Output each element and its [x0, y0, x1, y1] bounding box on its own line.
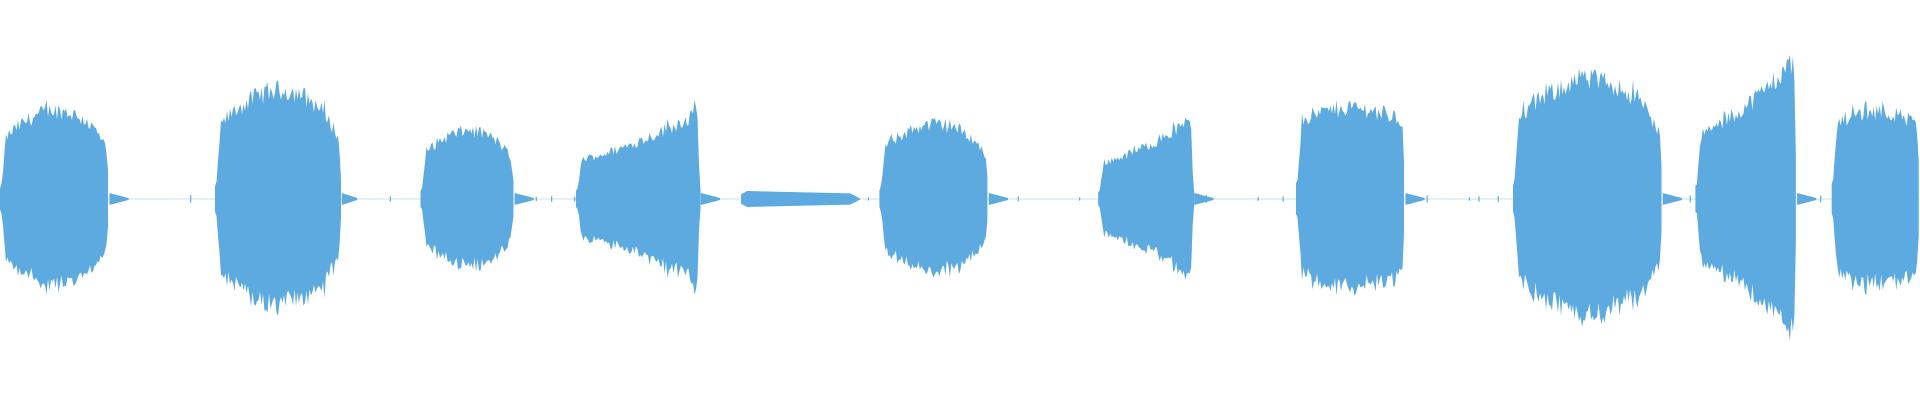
- waveform-blip-7: [551, 196, 553, 202]
- waveform-tail-7: [1405, 193, 1425, 205]
- waveform-tail-8: [1662, 193, 1682, 205]
- waveform-tail-6: [1194, 193, 1214, 205]
- waveform-blip-14: [1205, 195, 1207, 203]
- waveform-segment-8: [1513, 68, 1662, 327]
- waveform-blip-8: [574, 196, 576, 202]
- waveform-blip-16: [1282, 196, 1284, 202]
- waveform-segment-6: [1098, 117, 1195, 281]
- waveform-blip-22: [1689, 195, 1691, 203]
- waveform-tail-2: [341, 193, 358, 205]
- waveform-blip-3: [389, 196, 391, 202]
- waveform-blip-15: [1257, 197, 1259, 201]
- waveform-blip-4: [472, 195, 474, 203]
- waveform-segment-9: [1695, 54, 1796, 342]
- waveform-blip-10: [748, 196, 750, 202]
- waveform-blip-2: [351, 196, 353, 202]
- waveform-tail-3: [514, 193, 534, 205]
- waveform-segment-3: [420, 125, 514, 272]
- waveform-blip-21: [1664, 196, 1666, 202]
- waveform-segment-10: [1831, 100, 1919, 296]
- waveform-segment-4: [576, 99, 701, 295]
- waveform-blip-23: [1820, 195, 1822, 203]
- waveform-blip-19: [1478, 196, 1480, 202]
- waveform-blip-5: [518, 196, 520, 202]
- waveform-blip-17: [1426, 195, 1428, 203]
- waveform-hum-1: [741, 191, 861, 207]
- waveform-segment-1: [0, 99, 108, 295]
- waveform-blip-13: [1079, 197, 1081, 201]
- waveform-blip-11: [867, 197, 870, 201]
- waveform-blip-1: [190, 195, 192, 203]
- waveform-segment-7: [1296, 100, 1404, 296]
- waveform-tail-4: [700, 193, 720, 205]
- waveform-blip-9: [714, 196, 716, 202]
- waveform-segment-2: [215, 80, 341, 316]
- waveform-tail-5: [988, 193, 1008, 205]
- waveform-tail-9: [1797, 193, 1817, 205]
- waveform-blip-18: [1468, 197, 1470, 201]
- waveform-blip-20: [1497, 195, 1499, 203]
- waveform-blip-12: [1017, 196, 1019, 202]
- waveform-segment-5: [879, 118, 988, 278]
- waveform-blip-6: [535, 196, 537, 202]
- waveform-tail-1: [109, 193, 129, 205]
